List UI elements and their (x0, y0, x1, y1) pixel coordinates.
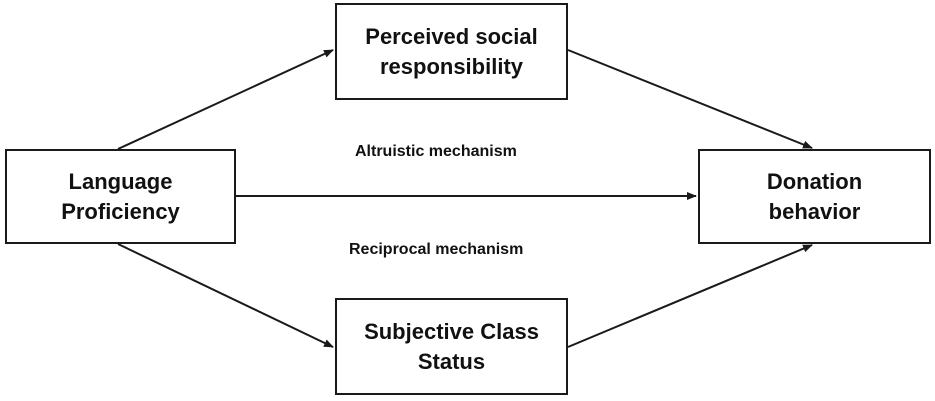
perceived-social-responsibility-node: Perceived social responsibility (335, 3, 568, 100)
subjective-class-status-label: Subjective Class Status (364, 318, 539, 374)
reciprocal-mechanism-label: Reciprocal mechanism (349, 241, 524, 258)
arrow-perceived-to-donation (567, 49, 813, 149)
arrow-language-to-perceived (117, 49, 334, 150)
perceived-social-responsibility-label: Perceived social responsibility (365, 23, 538, 79)
altruistic-mechanism-label: Altruistic mechanism (355, 143, 517, 160)
arrow-subjective-to-donation (567, 244, 813, 348)
donation-behavior-label: Donation behavior (766, 168, 863, 224)
donation-behavior-node: Donation behavior (698, 149, 931, 244)
language-proficiency-label: Language Proficiency (61, 168, 180, 224)
arrow-language-to-subjective (117, 243, 334, 348)
language-proficiency-node: Language Proficiency (5, 149, 236, 244)
subjective-class-status-node: Subjective Class Status (335, 298, 568, 395)
